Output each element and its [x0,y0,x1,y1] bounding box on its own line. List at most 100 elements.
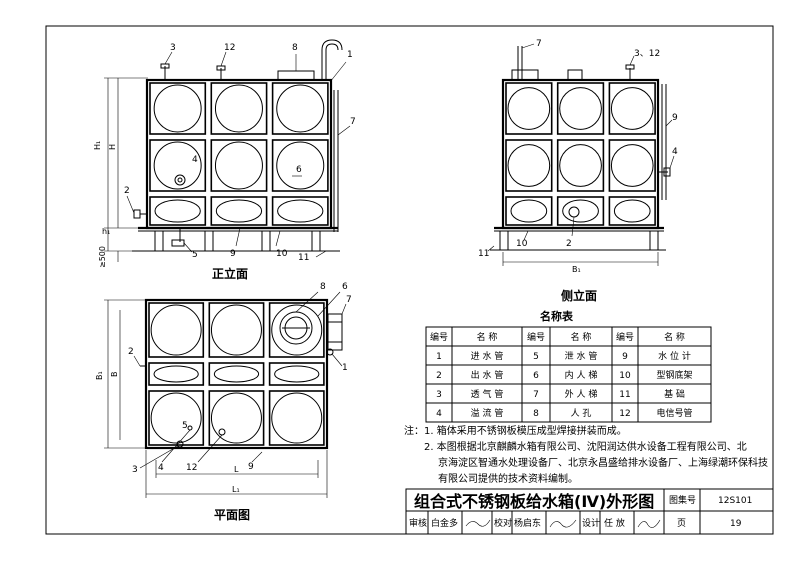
title-block: 组合式不锈钢板给水箱(Ⅳ)外形图 图集号 12S101 页 19 审核 白金多 … [405,488,774,535]
side-tank-body [501,78,660,230]
front-dome [154,199,201,223]
front-callout-12: 12 [224,43,235,53]
front-dome [153,141,202,190]
legend-cell: 1 [436,352,442,362]
side-callout-3-12: 3、12 [634,49,660,59]
front-callout-8: 8 [292,43,298,53]
front-panel [210,82,268,135]
front-panel [210,139,268,192]
plan-dim-B1: B₁ [95,371,104,380]
front-dome [277,199,324,223]
legend-cell: 基 础 [664,388,685,400]
plan-dim-B: B [110,372,119,378]
legend-cell: 2 [436,371,442,381]
design-label: 设计 [582,517,600,529]
plan-view-caption: 平面图 [214,508,250,522]
atlas-label: 图集号 [669,494,696,506]
plan-panel [268,390,325,446]
note-line-3: 京海淀区智通水处理设备厂、北京永昌盛给排水设备厂、上海绿潮环保科技 [438,456,768,469]
front-panel [271,139,329,192]
notes-label: 注： [404,424,424,437]
note-line-4: 有限公司提供的技术资料编制。 [438,472,578,485]
legend-cell: 3 [436,390,442,400]
side-callout-11: 11 [478,249,489,259]
legend-header-cell: 编号 [527,331,545,343]
checker-name: 杨启东 [514,517,541,529]
plan-tank-body [144,298,329,450]
legend-cell: 6 [533,371,539,381]
front-callout-9: 9 [230,249,236,259]
front-callout-1: 1 [347,50,353,60]
legend-cell: 5 [533,352,539,362]
side-panel [505,82,553,135]
legend-cell: 12 [619,409,630,419]
side-elevation: B₁ 7 3、12 9 4 11 10 2 侧立面 [478,39,678,303]
plan-panel [148,362,205,386]
plan-panel [208,362,265,386]
plan-dome [210,304,262,356]
front-elevation-caption: 正立面 [212,266,248,281]
side-elevation-caption: 侧立面 [561,288,597,303]
side-dome [610,144,654,187]
side-panel [556,196,605,226]
side-dome [613,199,651,223]
plan-panel [208,390,265,446]
plan-panel [208,302,265,358]
reviewer-signature [465,519,491,527]
front-dome [276,141,325,190]
front-dome [153,84,202,133]
legend-cell: 型钢底架 [656,369,692,381]
dim-H1: H₁ [93,141,102,150]
legend-header-cell: 编号 [616,331,634,343]
side-panel [608,139,656,192]
review-label: 审核 [409,517,427,529]
front-panel [149,196,207,226]
side-dim-B1: B₁ [572,265,581,274]
plan-callout-4: 4 [158,463,164,473]
legend-cell: 人 孔 [571,408,592,419]
page-number: 19 [730,519,742,529]
plan-panel [148,390,205,446]
legend-cell: 4 [436,409,442,419]
side-dome [559,144,602,187]
legend-cell: 进 水 管 [471,350,504,362]
front-callout-2: 2 [124,186,130,196]
side-dome [507,144,551,187]
front-panel [149,82,207,135]
side-callout-4: 4 [672,147,678,157]
front-panel [271,196,329,226]
plan-dome [210,392,262,444]
legend-cell: 透 气 管 [471,388,504,400]
plan-callout-1: 1 [342,363,348,373]
dim-min500: ≥500 [98,246,107,268]
front-callout-7: 7 [350,117,356,127]
legend-cell: 9 [622,352,628,362]
side-dome [507,87,551,130]
plan-view: B₁ B L L₁ 8 6 7 1 2 5 3 4 12 9 平面图 [95,282,352,522]
plan-dome [150,304,202,356]
plan-panel [268,362,325,386]
side-callout-2: 2 [566,239,572,249]
plan-dome [153,365,199,383]
front-callout-11: 11 [298,253,309,263]
front-dome [214,84,263,133]
legend-cell: 电信号管 [656,407,692,419]
check-label: 校对 [494,517,512,529]
plan-dome [274,365,320,383]
legend-cell: 溢 流 管 [471,407,504,419]
front-callout-4: 4 [192,155,198,165]
side-dome [562,199,599,223]
side-dome [559,87,602,130]
note-line-2: 2. 本图根据北京麒麟水箱有限公司、沈阳润达供水设备工程有限公司、北 [424,440,747,453]
legend-header-cell: 名 称 [664,331,685,343]
designer-signature [637,519,661,528]
plan-callout-6: 6 [342,282,348,292]
front-dome [214,141,263,190]
front-dome [276,84,325,133]
legend-cell: 10 [619,371,631,381]
page-label: 页 [677,518,686,529]
notes: 注： 1. 箱体采用不锈钢板模压成型焊接拼装而成。 2. 本图根据北京麒麟水箱有… [404,424,768,485]
legend-cell: 7 [533,390,539,400]
